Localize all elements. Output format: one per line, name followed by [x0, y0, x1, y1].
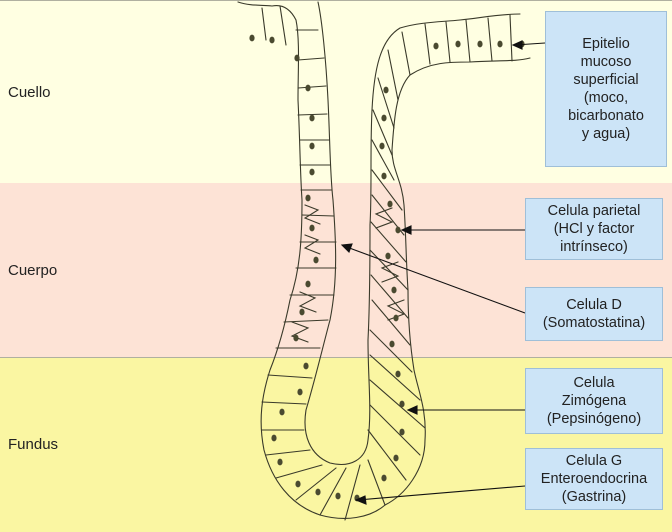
- cell-nucleus: [303, 362, 309, 370]
- arrow-celula-g-head: [354, 495, 367, 505]
- cell-nucleus: [399, 400, 405, 408]
- callout-epitelio-line: bicarbonato: [568, 108, 644, 124]
- cell-nucleus: [383, 86, 389, 94]
- cell-nucleus: [389, 340, 395, 348]
- callout-celula-d-line: Celula D: [566, 297, 622, 313]
- parietal-cell-zigzag-left: [290, 204, 321, 343]
- callout-zimogena-line: Zimógena: [561, 393, 627, 409]
- callout-zimogena-line: (Pepsinógeno): [546, 411, 642, 427]
- cell-nucleus: [305, 84, 311, 92]
- cell-nucleus: [381, 474, 387, 482]
- zone-label-cuello: Cuello: [8, 84, 51, 101]
- callout-epitelio-line: (moco,: [583, 90, 629, 106]
- callout-epitelio-mucoso: Epitelio mucoso superficial (moco, bicar…: [545, 11, 667, 167]
- cell-nucleus: [249, 34, 255, 42]
- cell-nucleus: [293, 334, 299, 342]
- cell-nucleus: [294, 54, 300, 62]
- callout-parietal-line: Celula parietal: [547, 203, 641, 219]
- cell-nucleus: [295, 480, 301, 488]
- zone-label-fundus: Fundus: [8, 436, 59, 453]
- cell-nucleus: [391, 286, 397, 294]
- cell-nucleus: [299, 308, 305, 316]
- cell-nucleus: [399, 428, 405, 436]
- cell-nucleus: [433, 42, 439, 50]
- cell-nucleus: [271, 434, 277, 442]
- cell-nucleus: [393, 454, 399, 462]
- cell-walls-left: [261, 5, 361, 521]
- cell-nucleus: [385, 252, 391, 260]
- cell-nucleus: [313, 256, 319, 264]
- cell-nucleus: [455, 40, 461, 48]
- cell-nucleus: [477, 40, 483, 48]
- cell-nucleus: [315, 488, 321, 496]
- cell-nucleus: [305, 280, 311, 288]
- callout-celula-g-line: Enteroendocrina: [540, 471, 648, 487]
- parietal-cell-zigzag-right: [374, 207, 406, 321]
- cell-nucleus: [309, 224, 315, 232]
- arrow-parietal-head: [400, 225, 412, 235]
- cell-nucleus: [305, 194, 311, 202]
- callout-celula-g-line: Celula G: [565, 453, 623, 469]
- arrow-celula-d: [343, 245, 526, 314]
- callout-parietal-line: (HCl y factor: [553, 221, 635, 237]
- callout-epitelio-line: Epitelio: [582, 36, 630, 52]
- callout-celula-g: Celula G Enteroendocrina (Gastrina): [525, 448, 663, 510]
- callout-celula-g-line: (Gastrina): [561, 489, 627, 505]
- callout-celula-parietal: Celula parietal (HCl y factor intrínseco…: [525, 198, 663, 260]
- cell-nucleus: [379, 142, 385, 150]
- cell-nucleus: [395, 370, 401, 378]
- cell-nucleus: [277, 458, 283, 466]
- callout-celula-d: Celula D (Somatostatina): [525, 287, 663, 341]
- zone-label-cuerpo: Cuerpo: [8, 262, 58, 279]
- arrow-celula-d-head: [340, 243, 353, 253]
- callout-celula-zimogena: Celula Zimógena (Pepsinógeno): [525, 368, 663, 434]
- callout-zimogena-line: Celula: [573, 375, 615, 391]
- gland-left-outer-wall: [237, 1, 386, 519]
- callout-epitelio-line: y agua): [581, 126, 631, 142]
- gland-right-outer-wall: [384, 57, 531, 506]
- gland-left-lumen-wall: [304, 1, 371, 465]
- cell-nucleus: [387, 200, 393, 208]
- cell-nucleus: [279, 408, 285, 416]
- cell-nucleus: [381, 172, 387, 180]
- cell-nucleus: [381, 114, 387, 122]
- arrow-celula-g: [357, 485, 526, 501]
- callout-epitelio-line: mucoso: [580, 54, 632, 70]
- cell-nucleus: [297, 388, 303, 396]
- cell-nucleus: [309, 114, 315, 122]
- callout-parietal-line: intrínseco): [560, 239, 628, 255]
- cell-nuclei-group: [249, 34, 525, 502]
- arrow-zimogena-head: [406, 405, 418, 415]
- cell-walls-right: [367, 14, 513, 506]
- cell-nucleus: [335, 492, 341, 500]
- callout-celula-d-line: (Somatostatina): [542, 315, 646, 331]
- cell-nucleus: [497, 40, 503, 48]
- cell-nucleus: [309, 168, 315, 176]
- cell-nucleus: [269, 36, 275, 44]
- callout-epitelio-line: superficial: [573, 72, 639, 88]
- cell-nucleus: [393, 314, 399, 322]
- cell-nucleus: [395, 226, 401, 234]
- arrow-epitelio-head: [511, 40, 523, 50]
- cell-nucleus: [309, 142, 315, 150]
- gland-right-lumen-wall: [367, 13, 521, 341]
